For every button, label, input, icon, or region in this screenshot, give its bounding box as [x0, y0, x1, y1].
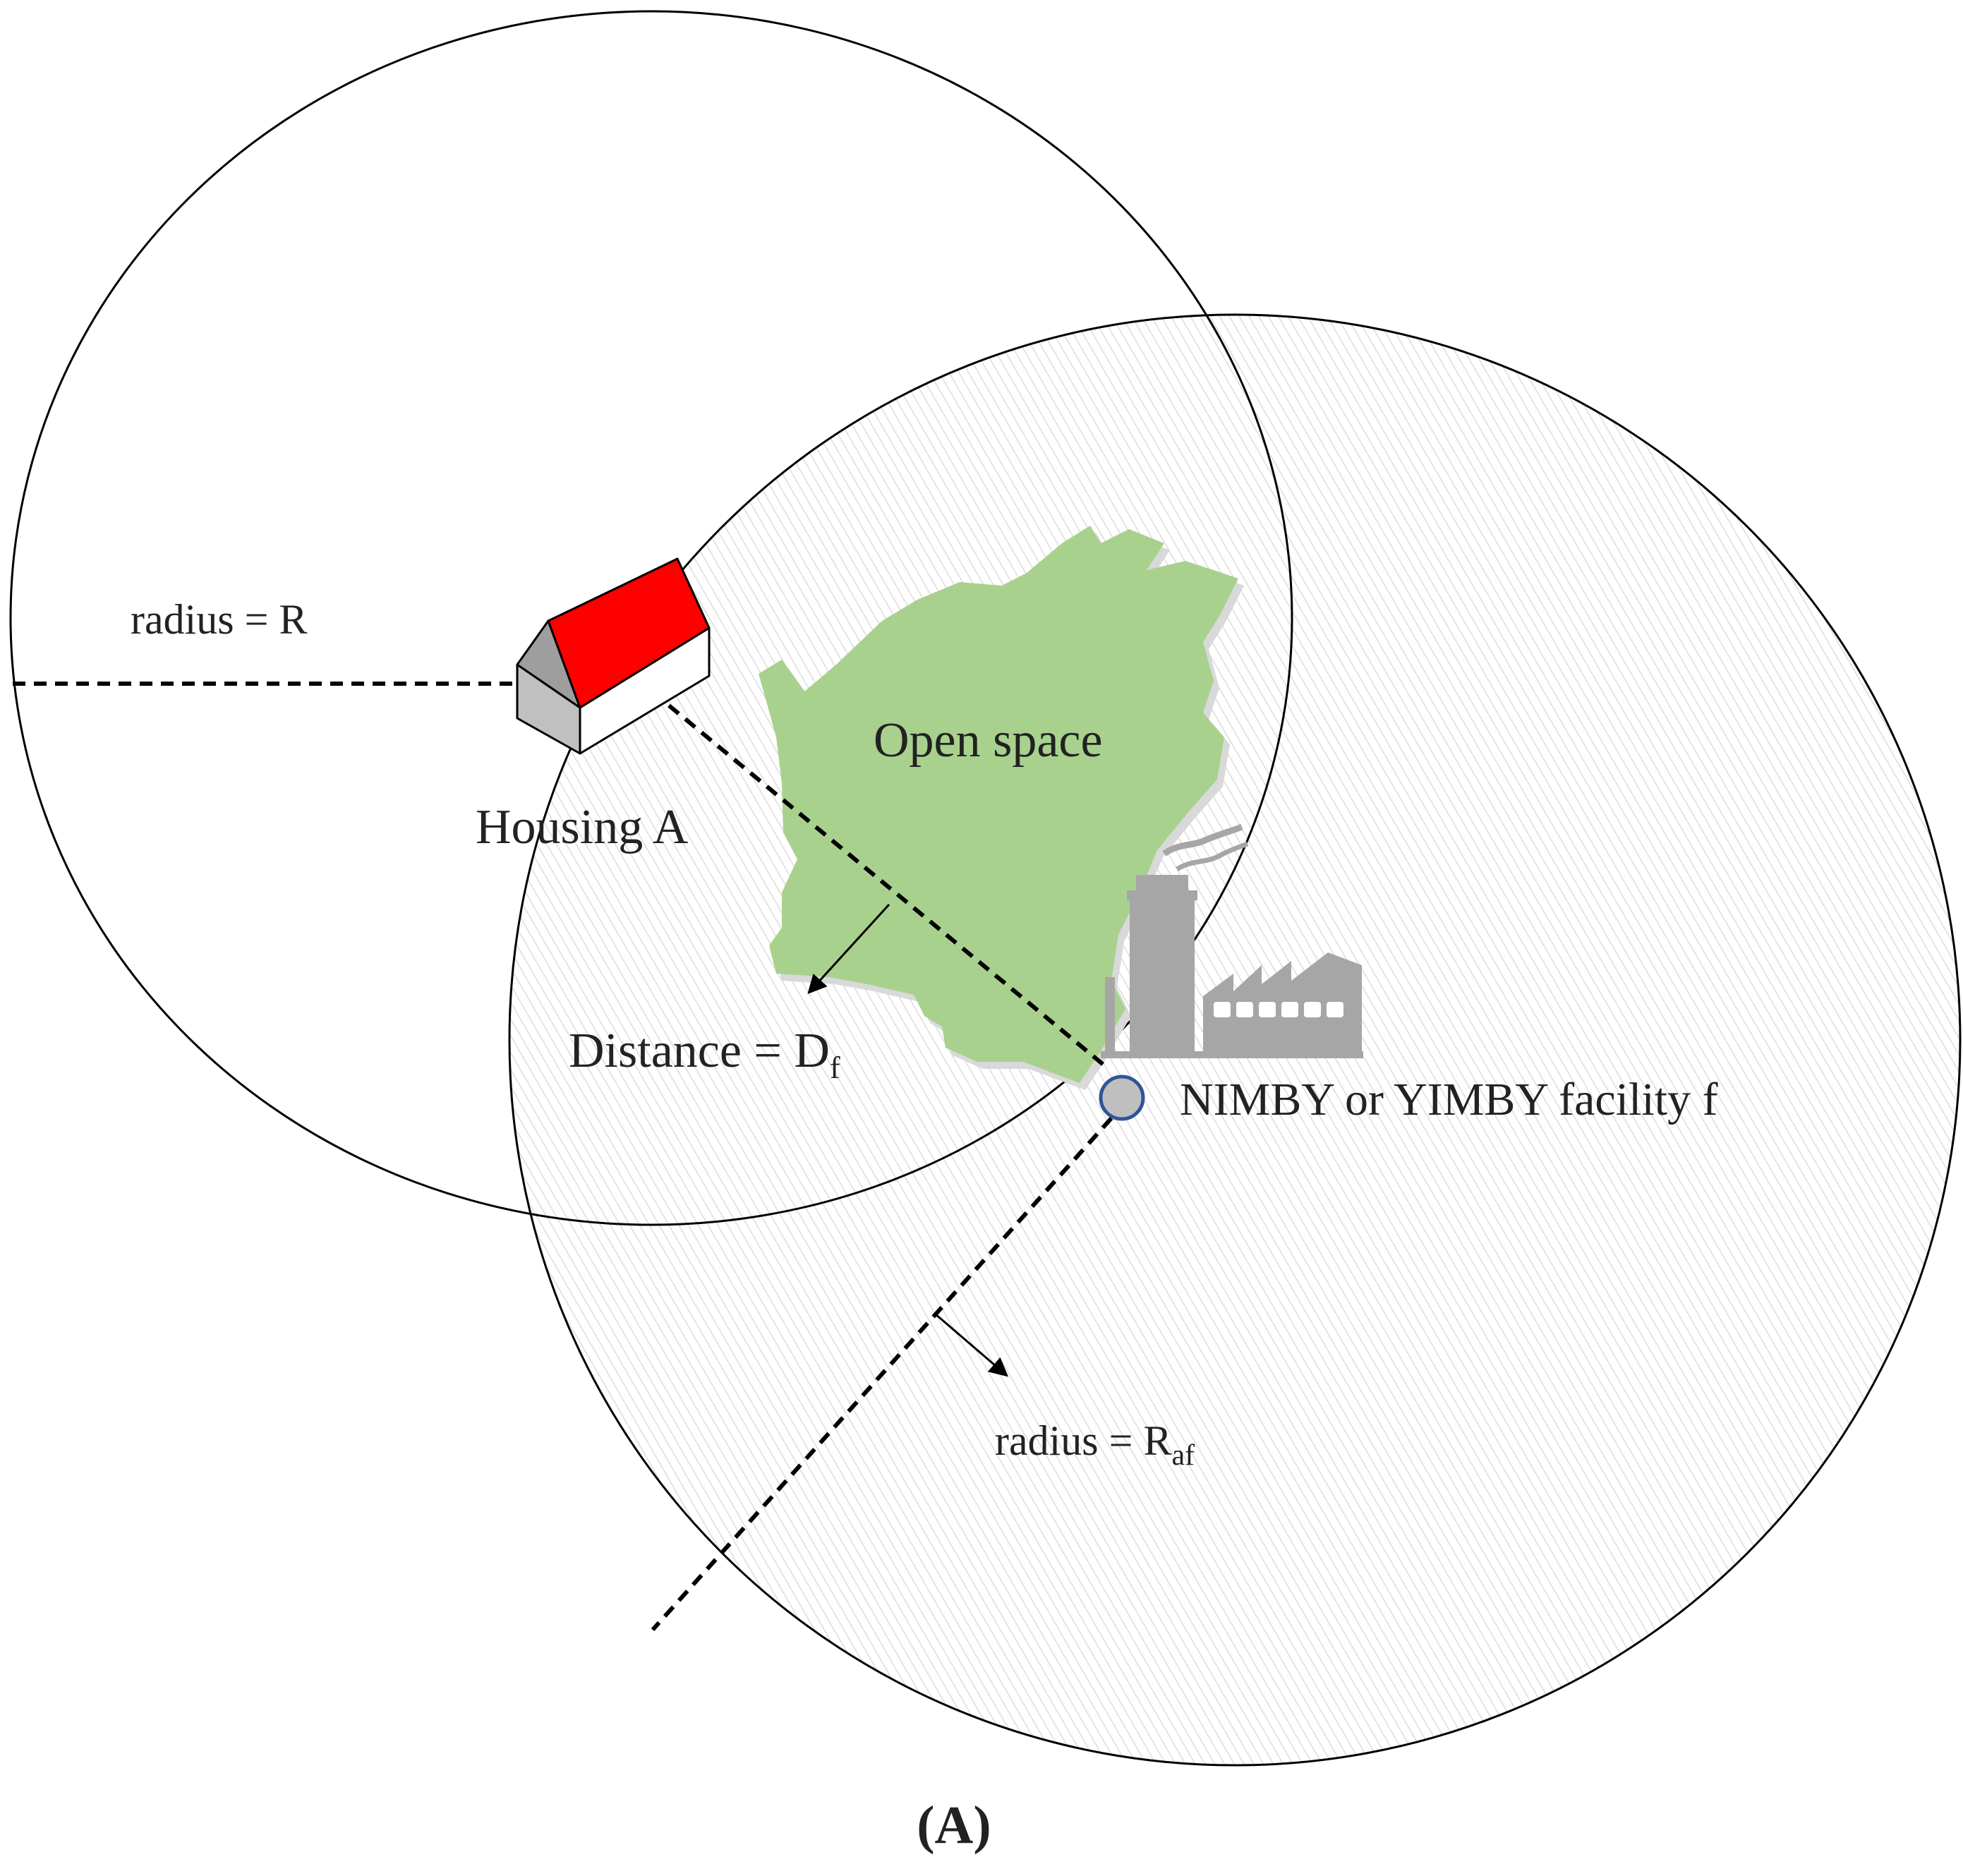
distance-dashed-line	[668, 703, 1106, 1067]
open-space-label: Open space	[874, 713, 1103, 768]
distance-arrow	[807, 903, 890, 994]
open-space-area	[759, 526, 1238, 1083]
radius-r-label: radius = R	[131, 596, 308, 643]
house-icon	[516, 557, 711, 755]
housing-label: Housing A	[476, 800, 689, 854]
facility-point-icon	[1099, 1075, 1145, 1121]
housing-buffer-circle	[9, 10, 1293, 1226]
panel-label: (A)	[917, 1796, 991, 1855]
radius-raf-label: radius = Raf	[995, 1417, 1195, 1472]
distance-label: Distance = Df	[569, 1024, 840, 1085]
radius-raf-dashed-line	[651, 1116, 1113, 1632]
factory-icon	[1101, 823, 1363, 1058]
radius-raf-subscript: af	[1172, 1439, 1195, 1472]
radius-raf-arrow	[934, 1312, 1009, 1377]
facility-label: NIMBY or YIMBY facility f	[1180, 1074, 1718, 1125]
distance-subscript: f	[830, 1051, 840, 1085]
